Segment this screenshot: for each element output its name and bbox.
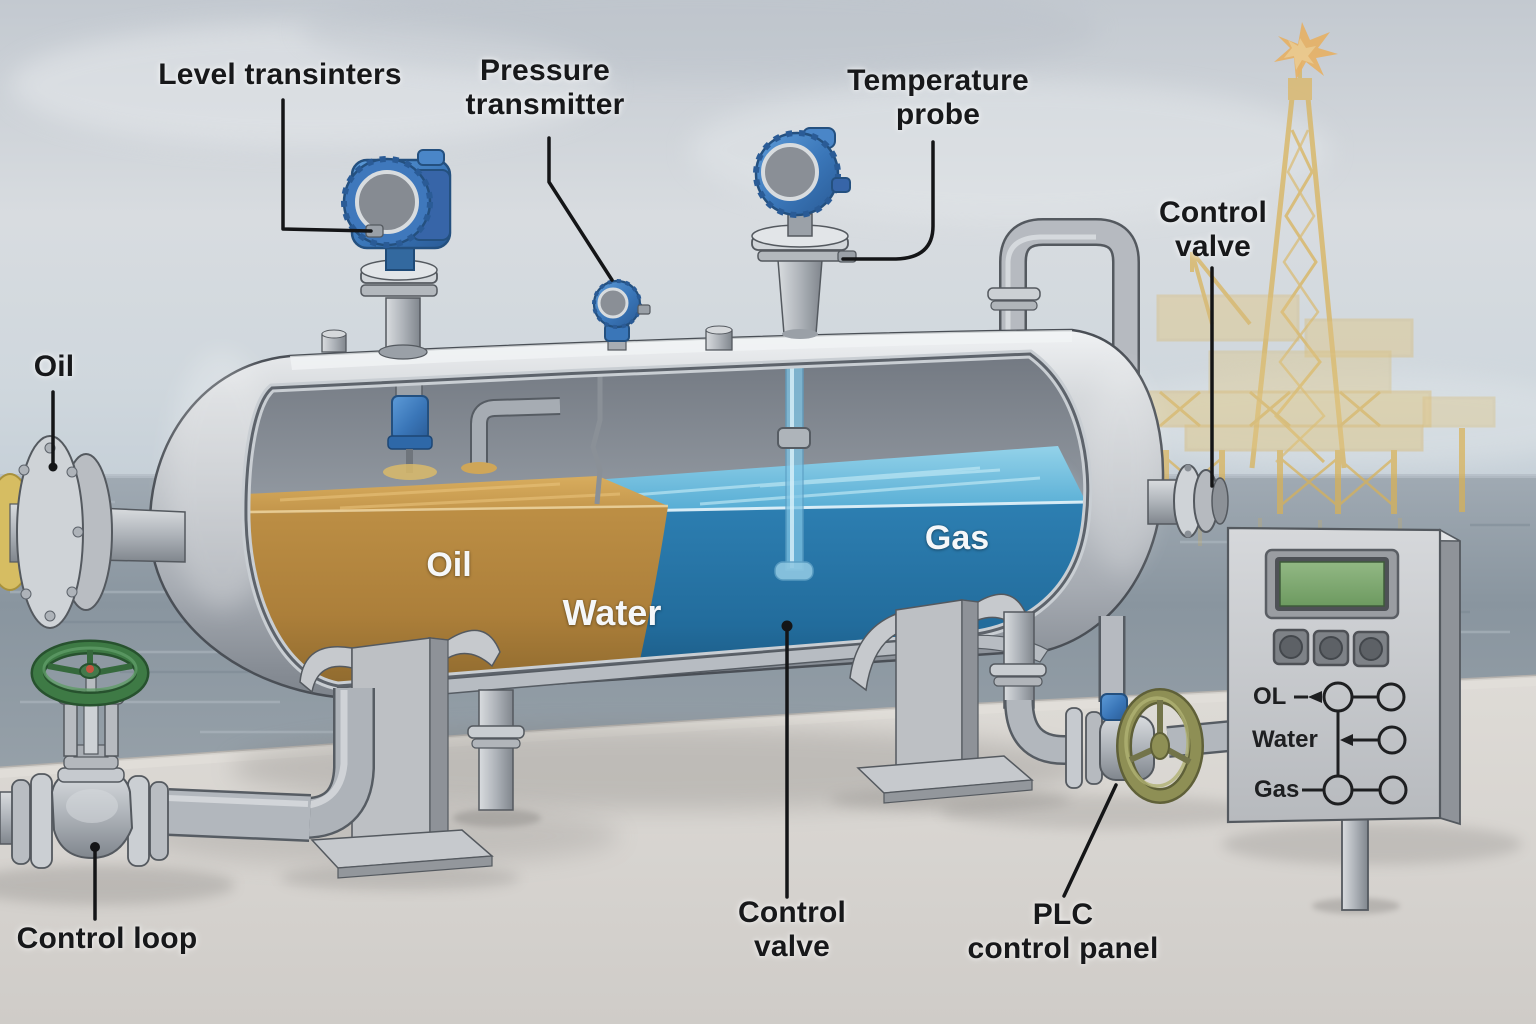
separator-vessel bbox=[148, 328, 1165, 703]
oil-piping-left bbox=[166, 688, 375, 842]
platform-crane bbox=[1190, 250, 1252, 326]
internal-pipe bbox=[461, 397, 561, 474]
shell-top-highlight bbox=[290, 330, 1072, 370]
label-oil-inlet: Oil bbox=[33, 350, 75, 383]
oil-body bbox=[246, 506, 668, 686]
gas-outlet-flange bbox=[1147, 464, 1229, 538]
panel-row-label-water: Water bbox=[1252, 726, 1318, 753]
level-transmitter bbox=[341, 149, 452, 360]
leader-plc-panel bbox=[1062, 783, 1118, 898]
gauge-face bbox=[355, 170, 419, 234]
panel-row-label-gas: Gas bbox=[1254, 776, 1300, 803]
panel-pole bbox=[1341, 814, 1369, 911]
gas-outlet-gooseneck bbox=[987, 218, 1140, 408]
gauge-face bbox=[761, 143, 819, 201]
olive-valve bbox=[1065, 688, 1204, 804]
panel-row-label-ol: OL bbox=[1253, 683, 1287, 710]
oil-outlet-nozzle bbox=[0, 435, 186, 629]
leader-lines bbox=[48, 98, 1214, 921]
label-control-valve-bottom: Control valve bbox=[737, 896, 847, 963]
internal-level-probe bbox=[383, 369, 437, 480]
bezel-ribs bbox=[341, 156, 433, 248]
cloud-shadow bbox=[300, 0, 1100, 80]
mimic-ol-arrow-icon bbox=[1308, 691, 1322, 703]
label-water-in-tank: Water bbox=[562, 592, 662, 633]
valve-actuator-knob bbox=[1100, 693, 1128, 721]
leader-pressure-transmitter bbox=[547, 136, 614, 282]
stem-nut bbox=[86, 665, 94, 673]
panel-side bbox=[1439, 528, 1461, 826]
haze bbox=[1090, 372, 1536, 468]
mimic-diagram bbox=[1294, 681, 1408, 806]
internal-sensor-wire bbox=[590, 376, 603, 505]
leader-temperature-probe bbox=[841, 140, 935, 261]
platform-module bbox=[1156, 294, 1300, 342]
gooseneck-flange bbox=[987, 287, 1041, 301]
green-handwheel bbox=[30, 639, 150, 707]
mimic-node bbox=[1376, 682, 1406, 712]
globe-valve bbox=[0, 639, 169, 869]
temperature-probe-device bbox=[751, 127, 857, 339]
flare-flame-core-icon bbox=[1284, 38, 1316, 70]
label-control-valve-top: Control valve bbox=[1158, 196, 1268, 263]
label-plc-control-panel: PLC control panel bbox=[967, 898, 1159, 965]
panel-buttons bbox=[1272, 628, 1390, 668]
plc-panel bbox=[1226, 526, 1461, 911]
vessel-interior bbox=[245, 354, 1088, 686]
flare-tip bbox=[1288, 78, 1312, 100]
label-control-loop: Control loop bbox=[16, 922, 198, 955]
label-gas-in-tank: Gas bbox=[924, 519, 990, 557]
flange-bolts bbox=[18, 442, 84, 622]
olive-handwheel bbox=[1116, 688, 1204, 804]
label-oil-in-tank: Oil bbox=[426, 546, 472, 584]
cut-edge-inner bbox=[244, 352, 1090, 688]
label-temperature-probe: Temperature probe bbox=[847, 64, 1029, 131]
pressure-transmitter-device bbox=[592, 279, 651, 351]
spare-nozzle-stubs bbox=[321, 325, 733, 353]
mimic-node bbox=[1377, 725, 1407, 755]
drain-pipe bbox=[467, 689, 525, 811]
leader-level-transmitters bbox=[281, 98, 373, 233]
mimic-node bbox=[1378, 775, 1408, 805]
mimic-water-arrow-icon bbox=[1340, 734, 1353, 746]
screen-display bbox=[1279, 561, 1385, 607]
oil-surface bbox=[246, 476, 668, 514]
label-level-transmitters: Level transinters bbox=[158, 58, 402, 91]
label-pressure-transmitter: Pressure transmitter bbox=[465, 54, 625, 121]
